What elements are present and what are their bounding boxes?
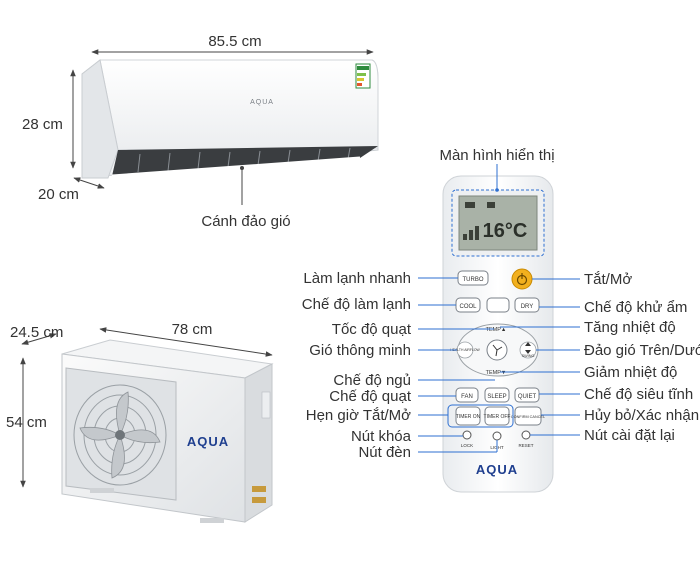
indoor-brand-logo: AQUA [250, 99, 274, 106]
temp-down-button[interactable]: TEMP▼ [486, 370, 507, 376]
outdoor-brand-logo: AQUA [187, 434, 229, 449]
remote-brand-logo: AQUA [476, 462, 518, 477]
temp-up-button[interactable]: TEMP▲ [486, 327, 507, 333]
lock-button[interactable]: LOCK [461, 430, 473, 448]
label-swing: Đảo gió Trên/Dưới [584, 342, 700, 359]
fan-button[interactable]: FAN [455, 387, 479, 403]
lcd-temperature: 16°C [483, 220, 528, 242]
blank-button[interactable] [486, 297, 510, 313]
label-quiet-mode: Chế độ siêu tĩnh [584, 386, 693, 403]
turbo-button[interactable]: TURBO [457, 270, 489, 286]
callout-dots [495, 188, 499, 192]
fan-blades [79, 391, 161, 479]
svg-text:TURBO: TURBO [463, 277, 484, 283]
outdoor-height-label: 54 cm [6, 414, 47, 431]
indoor-width-label: 85.5 cm [208, 33, 261, 50]
label-fan-speed: Tốc độ quạt [332, 321, 412, 338]
label-cool-mode: Chế độ làm lạnh [302, 296, 411, 313]
quiet-button[interactable]: QUIET [514, 387, 540, 403]
outdoor-width-label: 78 cm [172, 321, 213, 338]
label-cancel: Hủy bỏ/Xác nhận [584, 407, 699, 424]
svg-text:LOCK: LOCK [461, 443, 473, 448]
cool-button[interactable]: COOL [455, 297, 481, 313]
dry-button[interactable]: DRY [514, 297, 540, 313]
fan-speed-button[interactable] [486, 339, 508, 361]
indoor-unit: 85.5 cm 28 cm 20 cm AQUA [22, 33, 379, 230]
air-outlet [112, 146, 378, 176]
svg-text:RESET: RESET [518, 443, 533, 448]
label-power: Tắt/Mở [584, 271, 632, 288]
svg-text:TIMER OFF: TIMER OFF [484, 414, 511, 420]
timer-off-button[interactable]: TIMER OFF [484, 406, 511, 426]
label-temp-down: Giảm nhiệt độ [584, 364, 677, 381]
timer-on-button[interactable]: TIMER ON [455, 406, 481, 426]
svg-text:HEALTH AIRFLOW: HEALTH AIRFLOW [450, 348, 480, 352]
left-labels: Làm lạnh nhanh Chế độ làm lạnh Tốc độ qu… [302, 270, 412, 461]
direction-pad: TEMP▲ TEMP▼ HEALTH AIRFLOW SWING [450, 323, 539, 377]
label-display: Màn hình hiển thị [439, 147, 554, 164]
label-sleep-mode: Chế độ ngủ [333, 372, 411, 389]
label-smart-wind: Gió thông minh [309, 342, 411, 359]
svg-text:DRY: DRY [521, 304, 534, 310]
swing-icon [525, 342, 531, 354]
svg-text:SLEEP: SLEEP [487, 394, 506, 400]
label-fast-cool: Làm lạnh nhanh [303, 270, 411, 287]
callout-lines [418, 164, 580, 453]
valve [252, 486, 266, 492]
svg-text:QUIET: QUIET [518, 394, 537, 400]
label-light: Nút đèn [358, 444, 411, 461]
label-lock: Nút khóa [351, 428, 412, 445]
vane-label: Cánh đảo gió [201, 213, 290, 230]
indoor-height-label: 28 cm [22, 116, 63, 133]
svg-text:FAN: FAN [461, 394, 473, 400]
swing-vane [111, 156, 361, 178]
right-labels: Tắt/Mở Chế độ khử ẩm Tăng nhiệt độ Đảo g… [584, 271, 700, 444]
indoor-depth-label: 20 cm [38, 186, 79, 203]
remote-control: 16°C TURBO COOL DRY TEMP▲ TEMP▼ [442, 175, 554, 493]
outdoor-unit: 78 cm 24.5 cm 54 cm AQUA [6, 321, 274, 523]
label-dry-mode: Chế độ khử ẩm [584, 299, 687, 316]
confirm-cancel-button[interactable]: CONFIRM CANCEL [511, 406, 545, 426]
label-temp-up: Tăng nhiệt độ [584, 319, 676, 336]
svg-text:CONFIRM CANCEL: CONFIRM CANCEL [511, 415, 545, 419]
sleep-button[interactable]: SLEEP [484, 387, 510, 403]
svg-text:COOL: COOL [459, 304, 477, 310]
outdoor-depth-label: 24.5 cm [10, 324, 63, 341]
svg-text:TIMER ON: TIMER ON [456, 414, 481, 420]
swing-button[interactable]: SWING [519, 341, 537, 359]
power-button[interactable] [511, 268, 533, 290]
svg-text:SWING: SWING [522, 354, 535, 358]
label-timer: Hẹn giờ Tắt/Mở [306, 407, 411, 424]
label-fan-mode: Chế độ quạt [329, 388, 412, 405]
indoor-unit-front [99, 59, 379, 151]
label-reset: Nút cài đặt lại [584, 427, 675, 444]
fan-speed-icon [492, 344, 503, 357]
